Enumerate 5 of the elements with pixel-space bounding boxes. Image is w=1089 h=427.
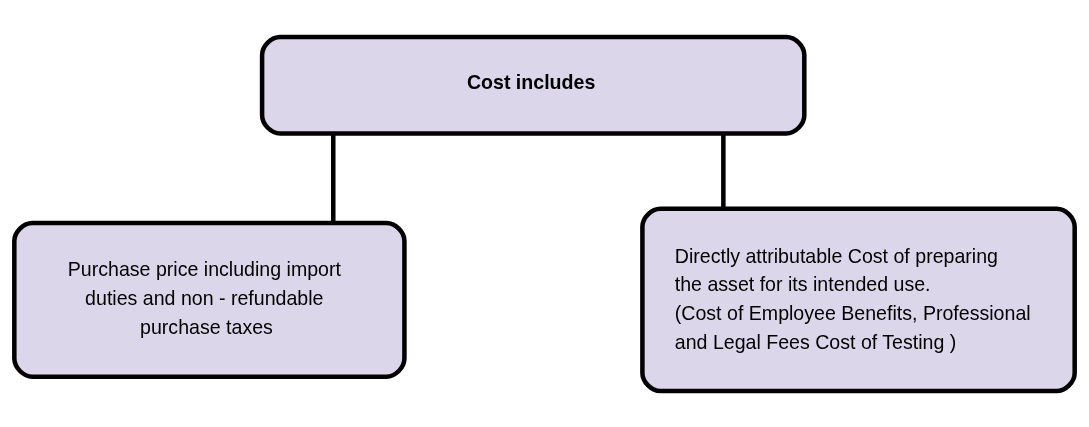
connector	[331, 133, 336, 223]
connector	[721, 133, 726, 209]
node-box: Purchase price including import duties and non - refundable purchase taxes	[12, 220, 407, 379]
node-box: Directly attributable Cost of preparing the asset for its intended use. (Cost of Employee Benefits, Professional and Legal Fees Cost of Testing )	[640, 205, 1077, 393]
node-box: Cost includes	[259, 34, 807, 136]
